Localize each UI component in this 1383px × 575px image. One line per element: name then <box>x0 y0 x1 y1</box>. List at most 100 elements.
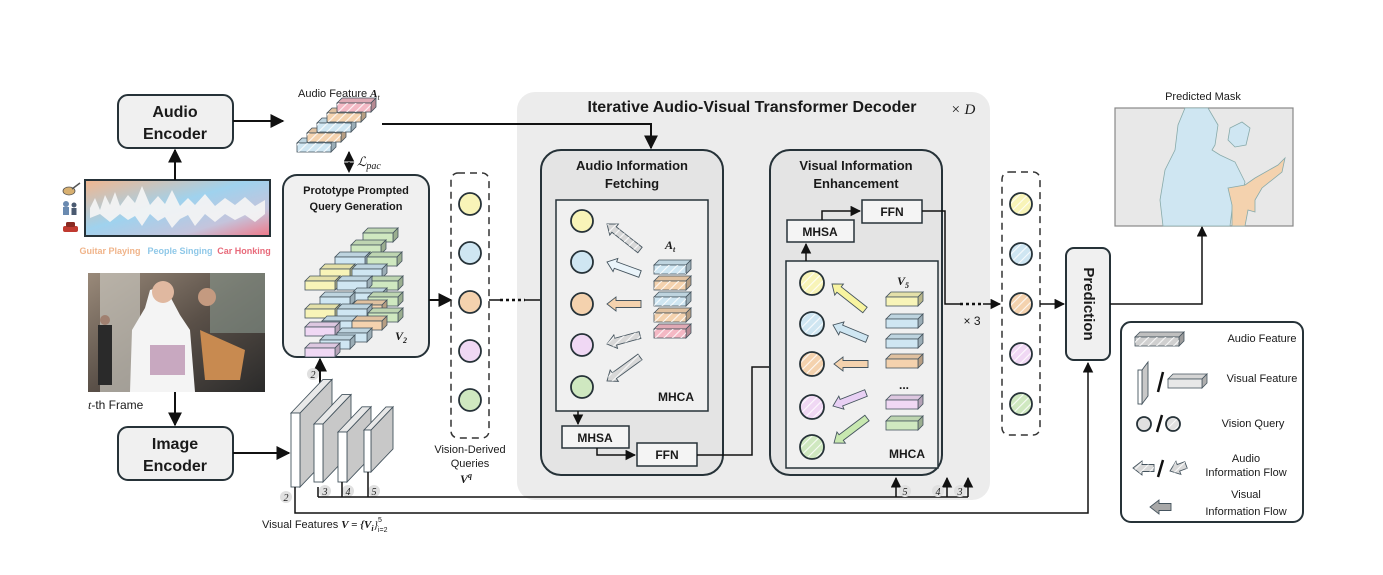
legend-slash <box>1155 414 1164 433</box>
svg-text:V5: V5 <box>897 274 909 290</box>
svg-text:Audio Information: Audio Information <box>576 158 688 173</box>
svg-text:V2: V2 <box>395 329 407 345</box>
svg-text:2: 2 <box>311 370 316 381</box>
loss-pac-label: ℒpac <box>357 154 381 172</box>
vision-derived-queries-container <box>450 172 490 439</box>
svg-text:Image: Image <box>152 436 198 453</box>
refined-query-orange <box>1009 292 1033 316</box>
svg-text:Prediction: Prediction <box>1080 267 1097 340</box>
prototype-block <box>351 263 388 279</box>
query-orange <box>458 290 482 314</box>
vie-queries <box>799 270 825 460</box>
vie-visual-token <box>885 291 924 307</box>
queries-label-line2: Queries <box>451 458 490 470</box>
svg-text:MHSA: MHSA <box>577 431 613 445</box>
svg-text:Query Generation: Query Generation <box>310 201 403 213</box>
legend-query-plain-icon <box>1136 416 1152 432</box>
aif-mhsa-box <box>561 425 630 449</box>
vie-query-orange <box>799 351 825 377</box>
refined-query-green <box>1009 392 1033 416</box>
svg-text:4: 4 <box>936 487 941 498</box>
query-purple <box>458 339 482 363</box>
level-badge-2: 2 <box>280 491 292 504</box>
vie-visual-token <box>885 313 924 329</box>
aif-audio-feature-stack <box>653 259 692 339</box>
svg-text:At: At <box>664 238 676 254</box>
predicted-mask-label: Predicted Mask <box>1165 91 1241 103</box>
legend-slash <box>1156 459 1165 478</box>
vie-mhsa-box <box>786 219 855 243</box>
image-encoder-block: Image Encoder <box>117 426 234 481</box>
legend-visual-bar-icon <box>1167 373 1208 389</box>
prototype-block <box>304 275 341 291</box>
queries-label-line1: Vision-Derived <box>434 444 505 456</box>
legend-audio-flow-1: Audio <box>1232 453 1260 465</box>
prototype-block <box>366 251 403 267</box>
svg-text:Audio: Audio <box>152 104 198 121</box>
audio-flow-arrow <box>606 331 642 350</box>
svg-text:MHCA: MHCA <box>658 390 694 404</box>
audio-feature-stack <box>296 97 377 153</box>
vie-visual-feature-stack <box>885 291 924 431</box>
aif-query-green <box>570 375 594 399</box>
legend-audio-flow-dashed-icon <box>1169 460 1188 476</box>
visual-feature-bus-to-prediction <box>294 361 1094 514</box>
vie-query-blue <box>799 311 825 337</box>
prototype-feature-blocks <box>304 227 404 358</box>
query-yellow <box>458 192 482 216</box>
prototype-block <box>304 342 341 358</box>
svg-text:Visual Information: Visual Information <box>799 158 912 173</box>
vie-visual-token <box>885 394 924 410</box>
svg-text:MHSA: MHSA <box>802 225 838 239</box>
aif-audio-token <box>653 259 692 275</box>
prototype-block <box>367 275 404 291</box>
svg-text:5: 5 <box>372 487 377 498</box>
decoder-repeat: × D <box>951 102 976 118</box>
audio-feature-token <box>336 97 377 113</box>
legend-people-singing: People Singing <box>147 246 212 256</box>
legend-audio-feature-icon <box>1134 331 1185 347</box>
arrow-audio-feature-to-aif <box>382 123 658 150</box>
audio-flow-arrow <box>606 353 643 382</box>
people-singing-icon <box>63 201 77 215</box>
visual-flow-arrow <box>831 283 868 314</box>
legend-visual-feature: Visual Feature <box>1227 373 1298 385</box>
level-badge-5-decoder: 5 <box>899 485 911 498</box>
prototype-block <box>336 275 373 291</box>
frame-caption: t-th Frame <box>88 398 144 412</box>
aif-queries <box>570 209 594 399</box>
level-badge-3-decoder: 3 <box>954 485 966 498</box>
visual-flow-arrow <box>833 414 870 444</box>
legend-guitar-playing: Guitar Playing <box>79 246 140 256</box>
visual-feature-map-level-3 <box>312 393 353 484</box>
decoder-title: Iterative Audio-Visual Transformer Decod… <box>588 99 917 116</box>
vie-query-yellow <box>799 270 825 296</box>
prototype-block <box>304 321 341 337</box>
visual-flow-arrow <box>832 389 868 410</box>
svg-text:3: 3 <box>322 487 328 498</box>
legend-icons <box>1132 331 1208 515</box>
level-badge-3: 3 <box>319 485 331 498</box>
legend-car-honking: Car Honking <box>217 246 271 256</box>
arrow-aif-to-vie <box>697 361 786 456</box>
vie-visual-token <box>885 333 924 349</box>
svg-text:...: ... <box>899 378 909 392</box>
aif-audio-token <box>653 323 692 339</box>
legend-visual-flow-2: Information Flow <box>1205 506 1286 518</box>
aif-query-blue <box>570 250 594 274</box>
audio-flow-arrow <box>606 257 642 278</box>
level-badge-5: 5 <box>368 485 380 498</box>
visual-feature-map-level-4 <box>336 405 373 484</box>
queries-symbol: Vq <box>460 471 472 486</box>
svg-text:Prototype Prompted: Prototype Prompted <box>303 185 409 197</box>
audio-waveform <box>84 179 271 237</box>
guitar-icon <box>62 182 81 196</box>
legend-vision-query: Vision Query <box>1222 418 1285 430</box>
svg-text:5: 5 <box>903 487 908 498</box>
audio-flow-arrow <box>606 296 642 312</box>
aif-audio-token <box>653 307 692 323</box>
svg-text:2: 2 <box>284 493 289 504</box>
prototype-block <box>319 291 356 307</box>
